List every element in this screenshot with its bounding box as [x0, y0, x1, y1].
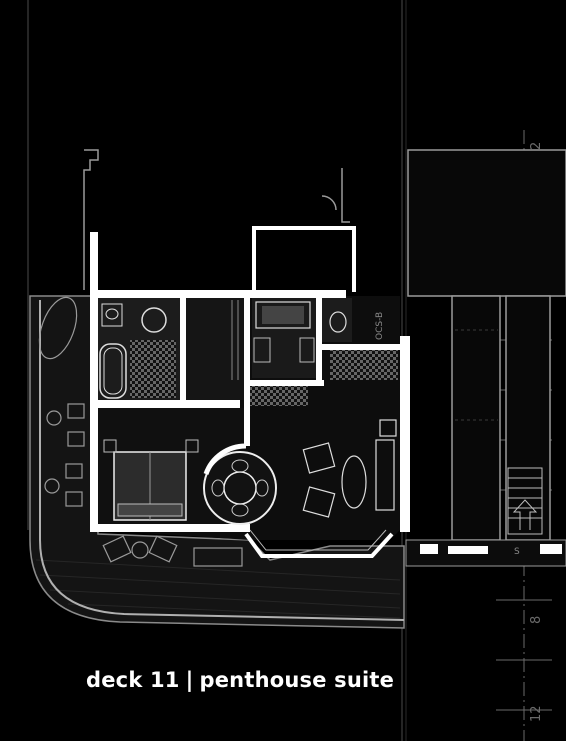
terrace-furniture	[38, 296, 243, 567]
bay-window	[244, 532, 394, 558]
grid-label-2: 2	[529, 142, 544, 150]
adjacent-cabins	[407, 149, 566, 541]
caption-separator: |	[185, 668, 194, 692]
tiled-strip-2	[250, 386, 308, 406]
corridor-tag: S	[514, 547, 520, 557]
suite-title: penthouse suite	[199, 668, 395, 692]
upper-outline	[83, 149, 350, 290]
terrace-rail	[39, 300, 405, 621]
walls	[90, 226, 410, 532]
ocs-tag: OCS-B	[375, 312, 385, 340]
grid-label-12: 12	[529, 705, 544, 722]
bathroom-right	[322, 298, 352, 342]
living-room	[302, 419, 397, 518]
plan-caption: deck 11|penthouse suite	[86, 668, 394, 692]
terrace-planks	[35, 559, 401, 619]
closet-left	[186, 298, 244, 400]
dressing-room	[252, 298, 316, 378]
stair	[507, 467, 543, 535]
tiled-strip	[330, 350, 398, 380]
bathroom-left	[98, 298, 180, 400]
bay-window-inner	[249, 529, 387, 551]
closet-lines	[231, 300, 239, 380]
grid-label-8b: 8	[529, 616, 544, 624]
cabin-dashes	[455, 329, 498, 421]
lounge-arc	[203, 443, 247, 475]
corridor-marks	[420, 544, 562, 554]
deck-label: deck 11	[86, 668, 180, 692]
terrace-deck	[29, 295, 405, 629]
dining-circle	[203, 451, 277, 525]
